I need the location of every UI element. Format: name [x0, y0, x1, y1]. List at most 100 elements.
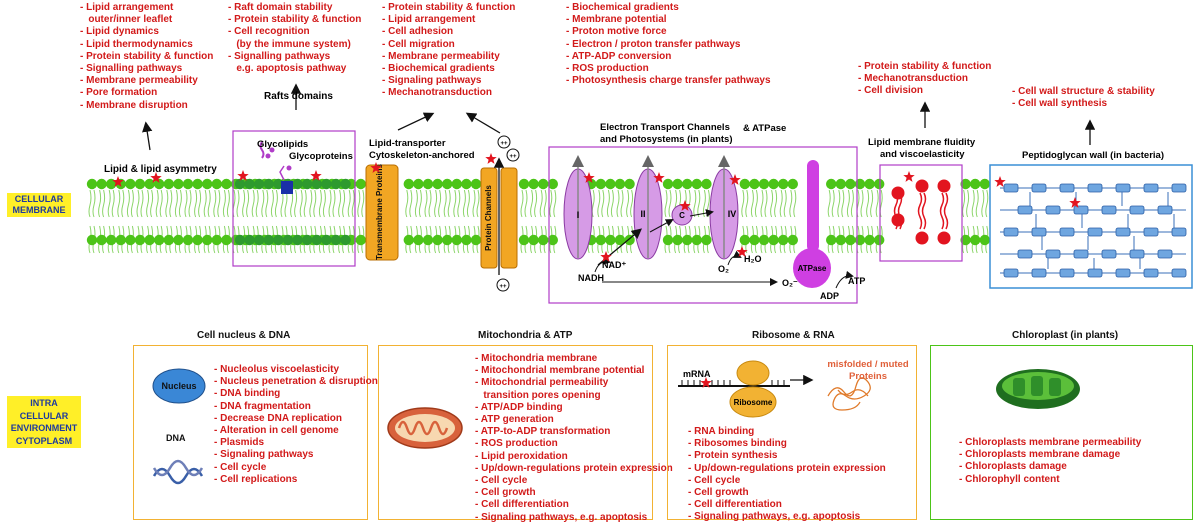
membrane-diagram: Transmembrane Proteins Protein Channels … — [86, 83, 1193, 304]
effect-item: - Cell cycle — [688, 474, 741, 486]
cytoplasm-label: INTRA CELLULAR ENVIRONMENT CYTOPLASM — [7, 396, 81, 448]
effect-item: - Nucleus penetration & disruption — [214, 376, 378, 388]
etc-box — [548, 146, 858, 304]
fluidity-lipids — [891, 179, 951, 245]
effect-item: - Ribosomes binding — [688, 438, 787, 450]
transporter-effects-list: - Protein stability & function- Lipid ar… — [382, 2, 515, 100]
effect-item: - Raft domain stability — [228, 2, 333, 13]
channel-label: Protein Channels — [484, 185, 493, 251]
h2o-label: H₂O — [744, 254, 762, 264]
interaction-stars — [112, 153, 1081, 262]
effect-item: - Signaling pathways — [382, 75, 482, 87]
ribosome-small-subunit — [736, 360, 770, 386]
effect-item: - ATP/ADP binding — [475, 401, 563, 413]
effect-item: e.g. apoptosis pathway — [228, 63, 347, 75]
nucleus-icon — [152, 368, 206, 404]
effect-item: - RNA binding — [688, 426, 755, 437]
effect-item: - Membrane permeability — [80, 75, 198, 87]
etc-complexes: I II C IV NADH NAD⁺ O₂ H₂O O₂⁻ — [563, 155, 798, 288]
rafts-effects-list: - Raft domain stability- Protein stabili… — [228, 2, 361, 75]
effect-item: - Protein stability & function — [382, 2, 516, 13]
effect-item: - Decrease DNA replication — [214, 412, 343, 424]
proteins-label: Proteins — [849, 371, 887, 382]
effect-item: - Mitochondria membrane — [475, 353, 598, 364]
star-icon — [485, 153, 497, 164]
effect-item: - Protein stability & function — [858, 61, 992, 72]
effect-item: (by the immune system) — [228, 38, 351, 50]
effect-item: - Mitochondrial permeability — [475, 377, 609, 389]
mito-effects-list: - Mitochondria membrane- Mitochondrial m… — [475, 353, 673, 524]
fluidity-box — [879, 164, 963, 262]
effect-item: - Lipid arrangement — [80, 2, 174, 13]
chloroplast-box: - Chloroplasts membrane permeability- Ch… — [930, 345, 1193, 520]
complex-i-label: I — [577, 210, 580, 220]
effect-item: - Signalling pathways — [228, 50, 331, 62]
ribosome-large-subunit — [729, 386, 777, 418]
mito-box: - Mitochondria membrane- Mitochondrial m… — [378, 345, 673, 523]
effect-item: - DNA binding — [214, 388, 281, 400]
photosystems-title: and Photosystems (in plants) — [600, 134, 733, 145]
effect-arrows — [142, 83, 1096, 151]
star-icon — [237, 170, 249, 181]
cytoskeleton-title: Cytoskeleton-anchored — [369, 150, 475, 161]
lipid-title: Lipid & lipid asymmetry — [104, 164, 217, 175]
ion-label: ++ — [499, 284, 507, 290]
effect-item: - Cell recognition — [228, 26, 310, 38]
effect-item: - Plasmids — [214, 437, 265, 449]
fluidity-title: Lipid membrane fluidity — [868, 137, 976, 148]
effect-item: - Photosynthesis charge transfer pathway… — [566, 75, 771, 87]
effect-item: - Lipid dynamics — [80, 26, 159, 38]
cytochrome-c-label: C — [679, 211, 685, 220]
effect-item: - ATP-ADP conversion — [566, 50, 672, 62]
glycoprotein-icon — [279, 165, 293, 194]
atpase-title: & ATPase — [743, 123, 786, 134]
effect-item: - ATP generation — [475, 414, 554, 426]
effect-item: - Cell cycle — [475, 475, 528, 487]
effect-item: - Mechanotransduction — [382, 87, 493, 99]
star-icon — [903, 171, 915, 182]
effect-item: - Cell growth — [475, 487, 536, 499]
effect-item: - Proton motive force — [566, 26, 667, 38]
label-line: INTRA — [30, 398, 58, 408]
effect-item: - ATP-to-ADP transformation — [475, 426, 611, 438]
star-icon — [653, 172, 665, 183]
effect-item: outer/inner leaflet — [80, 14, 173, 26]
chloroplast-icon — [996, 369, 1080, 409]
star-icon — [1069, 197, 1081, 208]
dna-label: DNA — [166, 433, 186, 443]
ribosome-effects-list: - RNA binding- Ribosomes binding- Protei… — [688, 426, 886, 524]
dna-icon — [152, 459, 204, 485]
cellular-membrane-label: CELLULAR MEMBRANE — [7, 193, 71, 217]
effect-item: - Protein stability & function — [80, 50, 214, 62]
effect-item: - Membrane disruption — [80, 99, 188, 111]
effect-item: - Cell wall synthesis — [1012, 98, 1108, 110]
mito-title: Mitochondria & ATP — [478, 330, 573, 341]
nucleus-label: Nucleus — [161, 381, 196, 391]
effect-item: - Cell migration — [382, 38, 455, 50]
effect-item: - Protein stability & function — [228, 14, 362, 26]
effect-item: - Pore formation — [80, 87, 158, 99]
nadh-label: NADH — [578, 273, 604, 283]
o2-label: O₂ — [718, 264, 729, 274]
effect-item: - Cell replications — [214, 473, 298, 485]
mrna-label: mRNA — [683, 369, 711, 379]
transporter-title: Lipid-transporter — [369, 138, 446, 149]
complex-ii-label: II — [640, 209, 645, 219]
viscoelasticity-title: and viscoelasticity — [880, 149, 965, 160]
label-line: CELLULAR — [19, 410, 69, 421]
adp-label: ADP — [820, 291, 839, 301]
effect-item: - Cell growth — [688, 487, 749, 499]
effect-item: - Mechanotransduction — [858, 73, 969, 85]
effect-item: - Chloroplasts damage — [959, 461, 1067, 473]
transmembrane-label: Transmembrane Proteins — [375, 163, 384, 260]
effect-item: - Up/down-regulations protein expression — [688, 462, 886, 474]
effect-item: - Up/down-regulations protein expression — [475, 462, 673, 474]
effect-item: - Lipid thermodynamics — [80, 38, 193, 50]
star-icon — [729, 174, 741, 185]
glycolipids-label: Glycolipids — [257, 139, 308, 150]
nucleus-graphics: Nucleus DNA — [152, 368, 206, 485]
star-icon — [736, 246, 748, 257]
etc-title: Electron Transport Channels — [600, 122, 730, 133]
effect-item: - Membrane permeability — [382, 50, 500, 62]
ribosome-box: Ribosome mRNA misfolded / muted Proteins… — [667, 345, 917, 522]
